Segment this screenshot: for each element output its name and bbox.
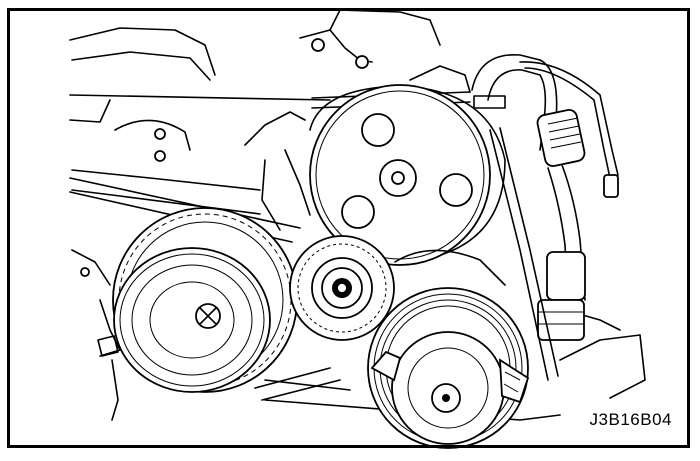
diagram-border — [7, 8, 690, 448]
power-steering-pump-pulley — [309, 84, 506, 266]
ac-hose — [471, 54, 586, 341]
figure-code: J3B16B04 — [587, 410, 674, 430]
engine-block — [69, 9, 646, 421]
belt-tensioner-pulley — [289, 235, 395, 341]
crankshaft-pulley — [97, 247, 271, 393]
wiring-harness — [519, 61, 619, 198]
ac-compressor-pulley — [367, 249, 530, 449]
